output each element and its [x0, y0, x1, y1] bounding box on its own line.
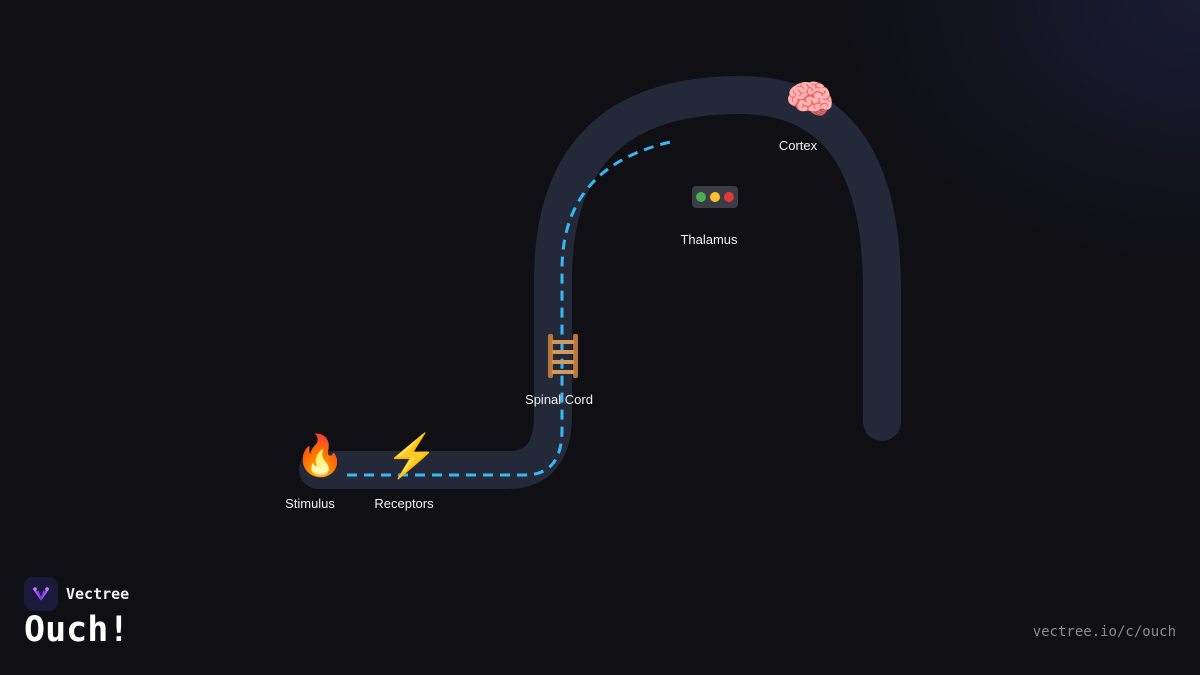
brain-icon: 🧠 — [785, 77, 835, 122]
node-stimulus: 🔥 Stimulus — [285, 433, 345, 512]
node-label-cortex: Cortex — [778, 138, 818, 153]
node-label-thalamus: Thalamus — [680, 232, 738, 247]
node-spinal-cord: Spinal Cord — [525, 334, 593, 407]
brand-name: Vectree — [66, 585, 130, 603]
lightning-icon: ⚡ — [385, 434, 439, 480]
node-label-receptors: Receptors — [374, 496, 434, 511]
traffic-light-icon — [692, 186, 738, 208]
ladder-icon — [548, 334, 578, 378]
node-thalamus: Thalamus — [680, 186, 738, 247]
node-cortex: 🧠 Cortex — [779, 77, 835, 154]
brand: Vectree — [24, 577, 129, 611]
node-label-spinal-cord: Spinal Cord — [525, 392, 593, 407]
page-title: Ouch! — [24, 610, 130, 650]
footer-url[interactable]: vectree.io/c/ouch — [1032, 624, 1176, 640]
vectree-logo-icon — [24, 577, 58, 611]
node-label-stimulus: Stimulus — [285, 496, 335, 511]
signal-path — [347, 139, 676, 477]
pathway-track — [299, 76, 901, 489]
node-receptors: ⚡ Receptors — [374, 434, 439, 511]
fire-icon: 🔥 — [295, 433, 345, 478]
